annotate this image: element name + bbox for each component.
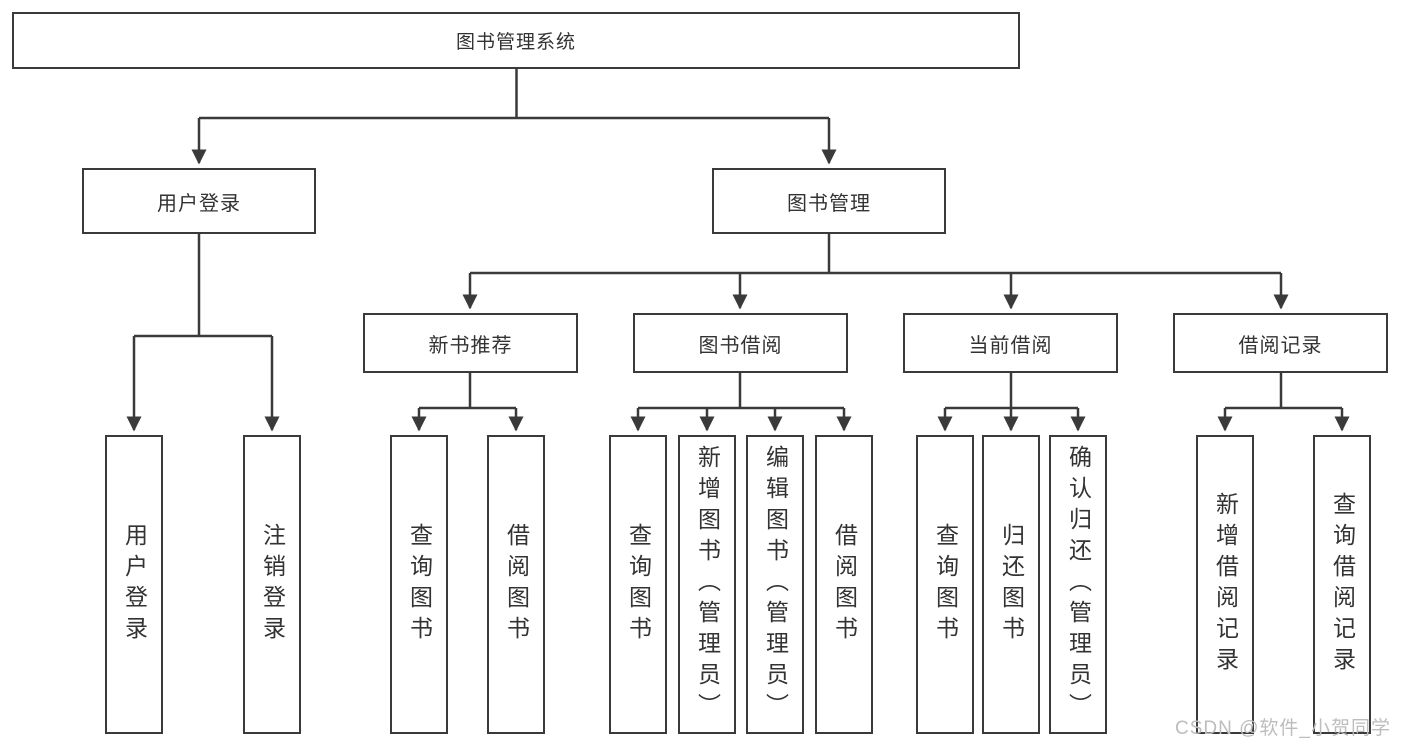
connector-book-management-to-level3 [462,234,1289,310]
leaf-borrow-books-recommend: 借阅图书 [487,435,545,734]
node-borrow-records: 借阅记录 [1173,313,1388,373]
connector-current-borrow-to-leaves [937,373,1086,432]
connector-book-borrow-to-leaves [630,373,852,432]
leaf-add-book-admin: 新增图书（管理员） [678,435,736,734]
leaf-return-books: 归还图书 [982,435,1040,734]
node-current-borrow: 当前借阅 [903,313,1118,373]
leaf-query-books-borrow: 查询图书 [609,435,667,734]
leaf-user-login: 用户登录 [105,435,163,734]
leaf-query-books-current: 查询图书 [916,435,974,734]
node-book-management: 图书管理 [712,168,946,234]
leaf-confirm-return-admin: 确认归还（管理员） [1049,435,1107,734]
connector-root-to-level2 [191,69,837,165]
leaf-query-books-recommend: 查询图书 [390,435,448,734]
connector-user-login-to-leaves [126,234,280,432]
node-book-borrow: 图书借阅 [633,313,848,373]
connector-new-book-recommend-to-leaves [411,373,524,432]
leaf-logout-login: 注销登录 [243,435,301,734]
leaf-add-borrow-record: 新增借阅记录 [1196,435,1254,734]
node-user-login: 用户登录 [82,168,316,234]
leaf-borrow-books: 借阅图书 [815,435,873,734]
node-root-system: 图书管理系统 [12,12,1020,69]
leaf-query-borrow-record: 查询借阅记录 [1313,435,1371,734]
node-new-book-recommend: 新书推荐 [363,313,578,373]
connector-borrow-records-to-leaves [1217,373,1350,432]
leaf-edit-book-admin: 编辑图书（管理员） [746,435,804,734]
csdn-watermark: CSDN @软件_小贺同学 [1175,718,1391,739]
